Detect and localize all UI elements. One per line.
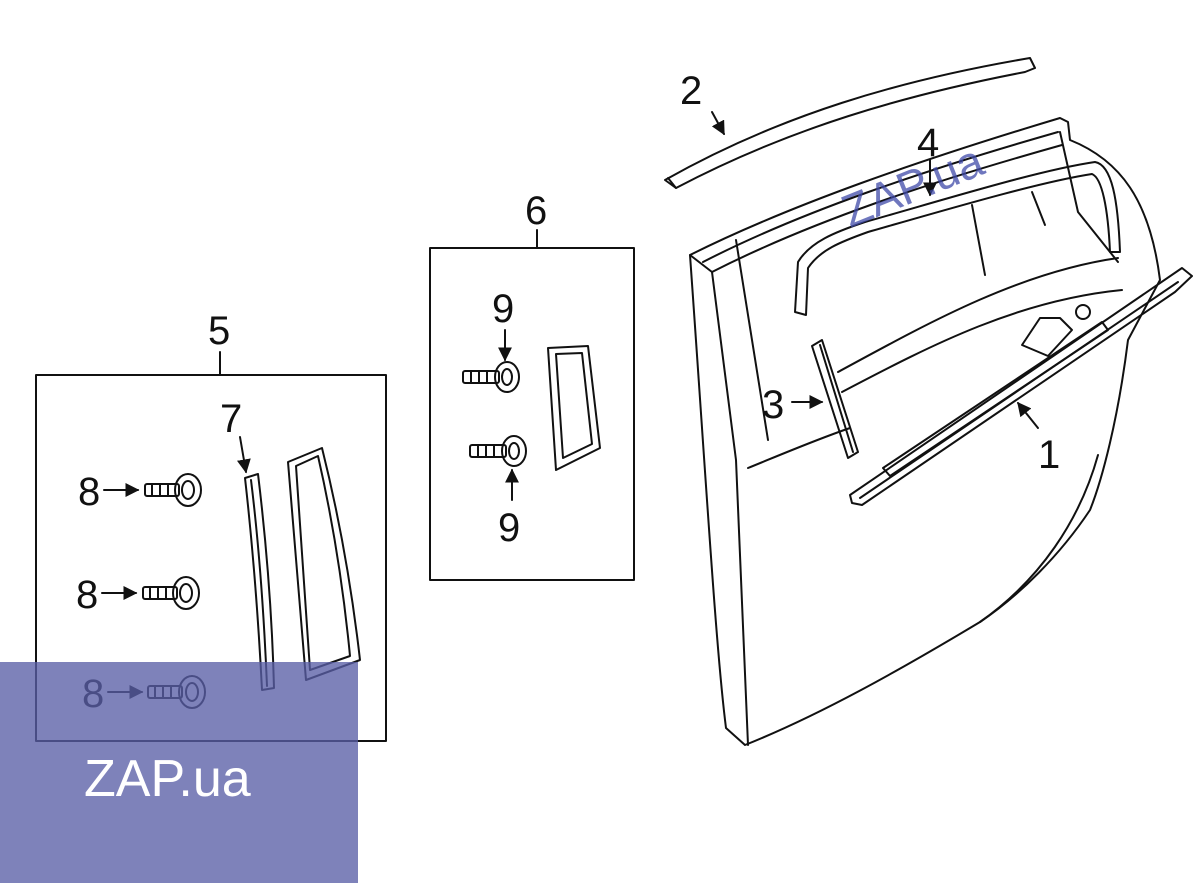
- bolt-8-b: [142, 576, 200, 610]
- watermark-diagonal: ZAP.ua: [834, 134, 991, 238]
- watermark-panel: [0, 662, 358, 883]
- callout-5: 5: [208, 309, 230, 353]
- rear-door-shell: [689, 117, 1161, 746]
- watermark-logo-text: ZAP.ua: [84, 750, 251, 808]
- part-2-molding: [664, 57, 1036, 189]
- box-6-kit-frame: [429, 247, 635, 581]
- callout-1: 1: [1038, 433, 1060, 477]
- bolt-9-b: [469, 435, 527, 467]
- callout-2: 2: [680, 69, 702, 113]
- door-handle-recess: [1021, 317, 1073, 357]
- pillar-garnish: [287, 447, 361, 681]
- callout-7: 7: [220, 397, 242, 441]
- callout-8-b: 8: [76, 573, 98, 617]
- callout-4: 4: [917, 121, 939, 165]
- callout-8-a: 8: [78, 470, 100, 514]
- bolt-9-a: [462, 361, 520, 393]
- part-4-channel: [794, 161, 1121, 316]
- callout-3: 3: [762, 383, 784, 427]
- side-garnish: [547, 345, 601, 471]
- bolt-8-a: [144, 473, 202, 507]
- part-1-belt-molding: [849, 267, 1193, 506]
- door-lock-hole: [1075, 304, 1091, 320]
- part-7-strip: [244, 473, 275, 691]
- callout-9-b: 9: [498, 506, 520, 550]
- callout-6: 6: [525, 189, 547, 233]
- callout-9-a: 9: [492, 287, 514, 331]
- part-3-trim: [811, 339, 859, 459]
